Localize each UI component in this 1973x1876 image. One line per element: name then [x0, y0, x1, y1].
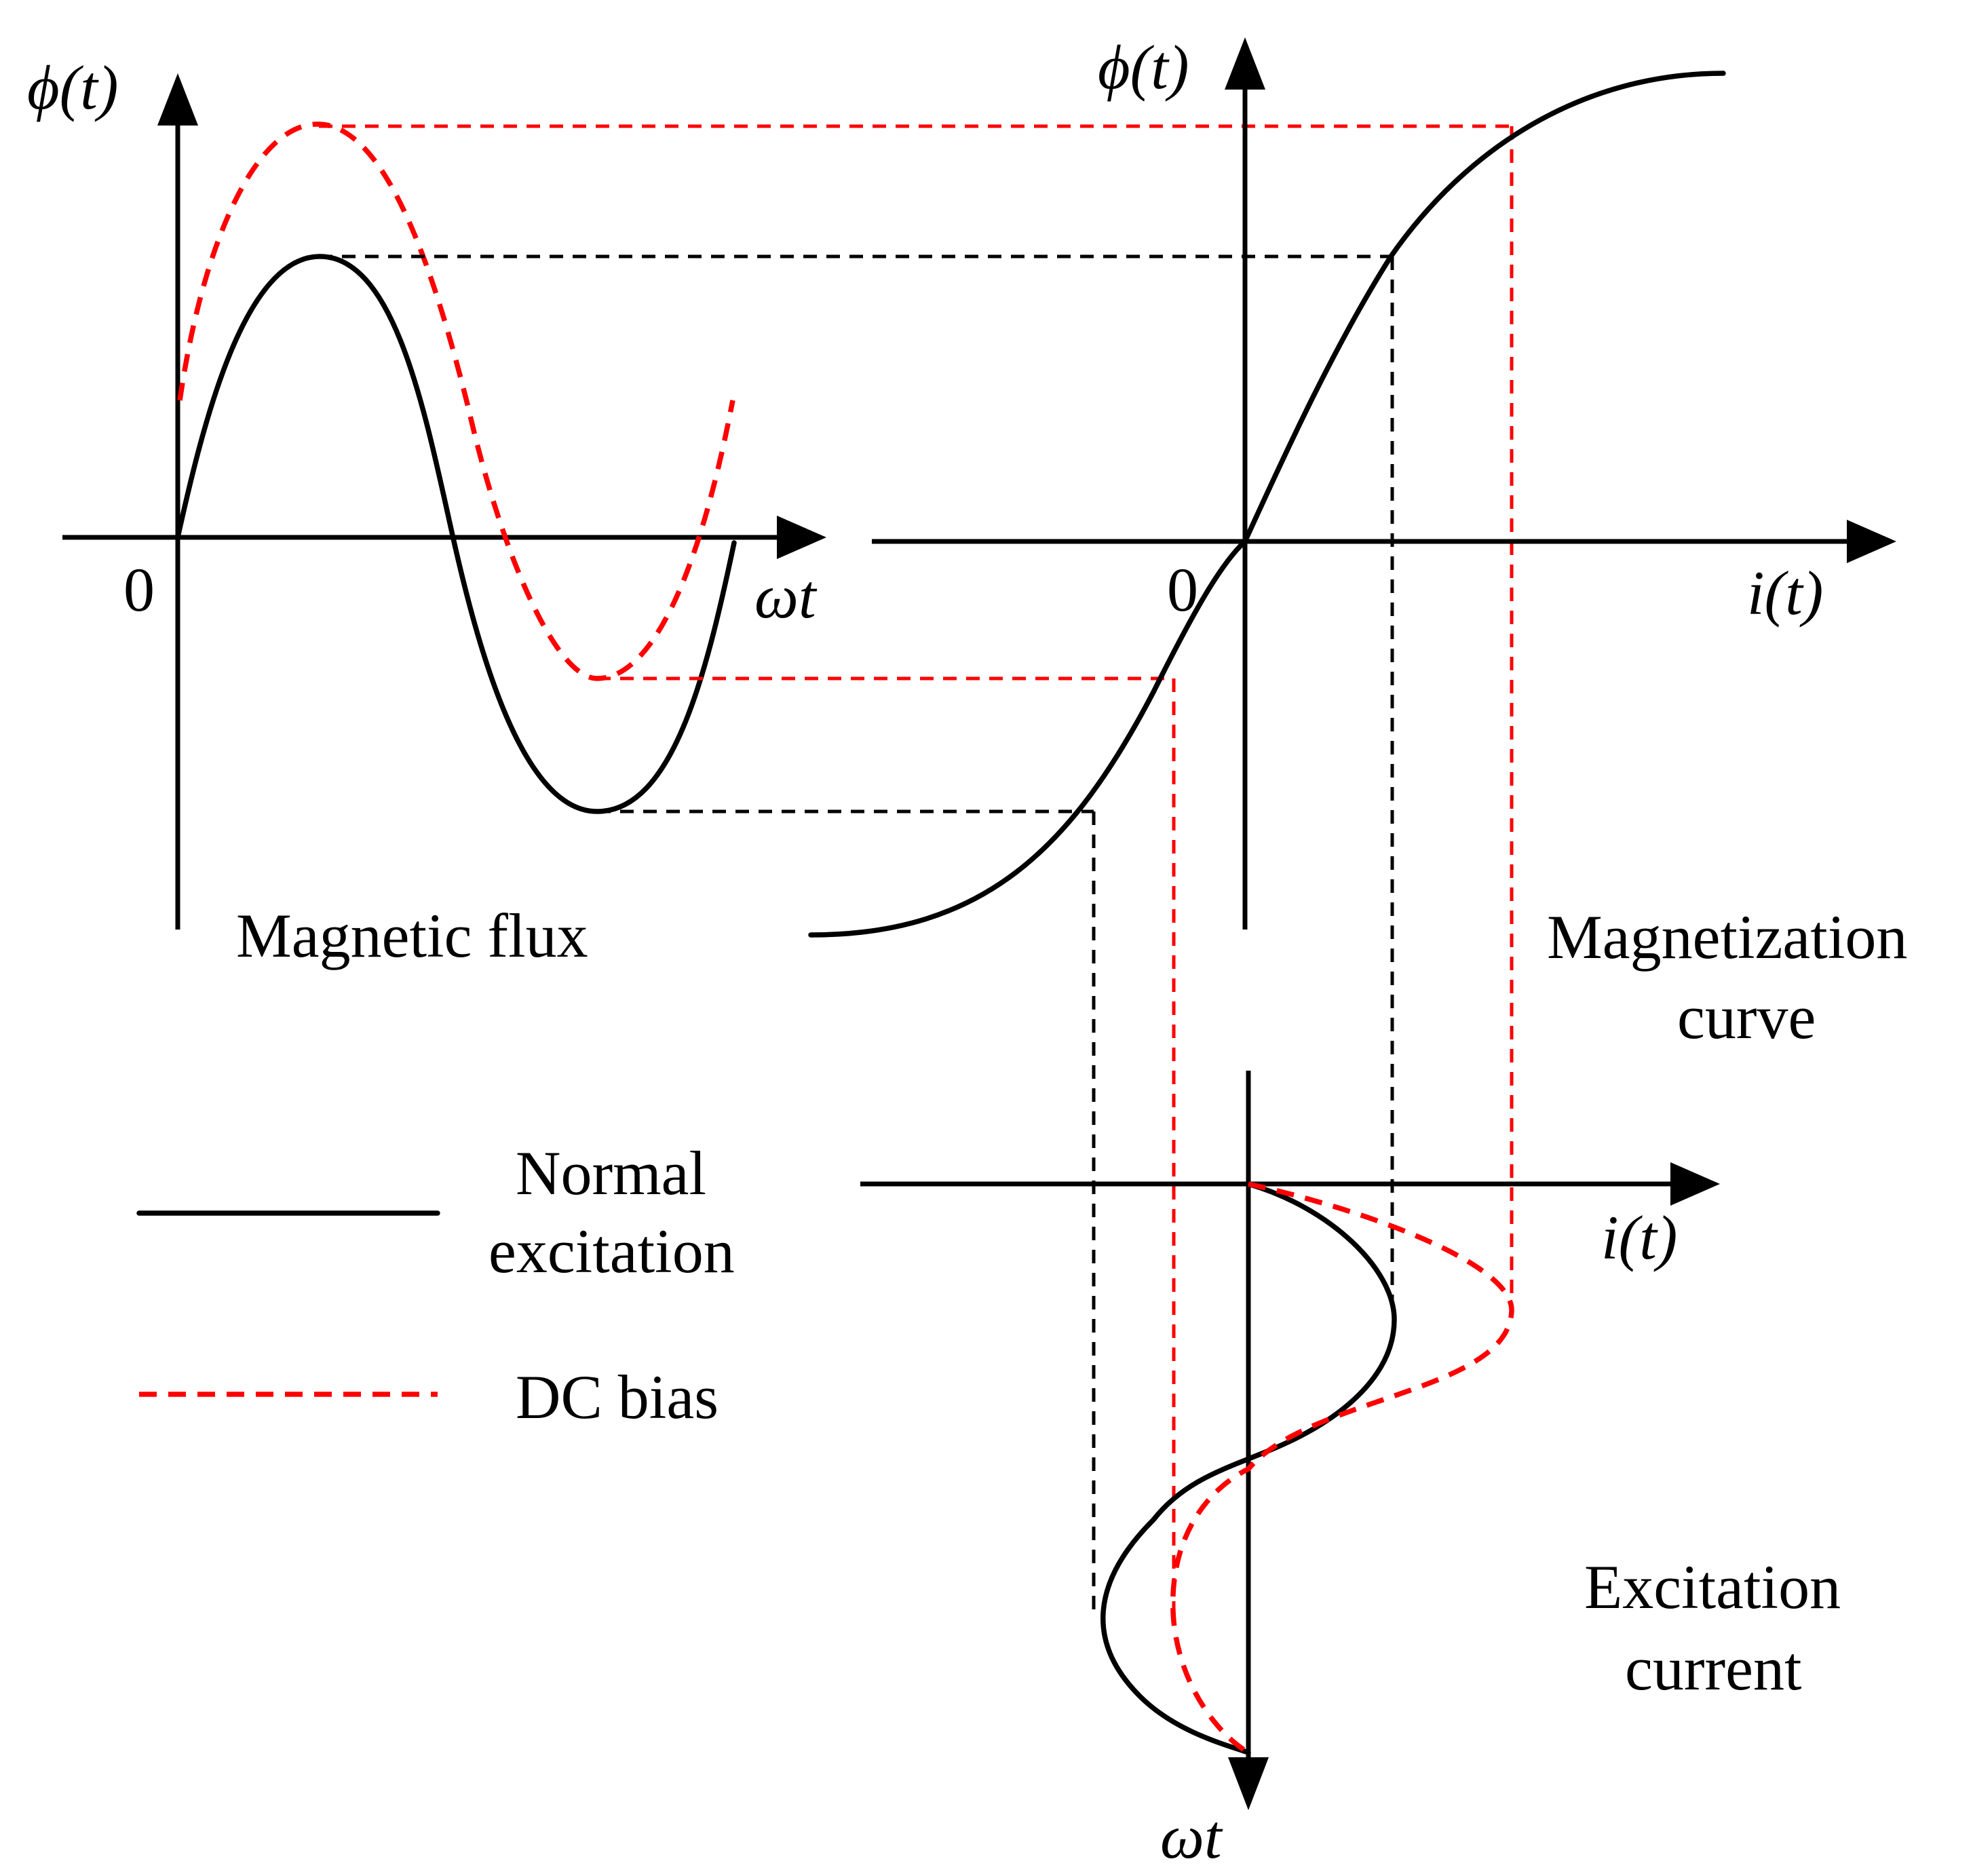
- magnetization-panel: ϕ(t) 0 i(t) Magnetization curve: [808, 33, 1907, 1052]
- flux-panel-title: Magnetic flux: [236, 901, 588, 970]
- curve-vertical-arrowhead: [1225, 37, 1265, 90]
- legend-normal-label-line1: Normal: [516, 1138, 706, 1208]
- excitation-panel: i(t) ωt Excitation current: [860, 1071, 1841, 1871]
- magnetization-curve: [808, 71, 1726, 938]
- projection-guides: [319, 124, 1514, 1618]
- dc-bias-current-curve: [1170, 1181, 1514, 1755]
- flux-zero-label: 0: [123, 555, 155, 624]
- curve-i-t-label: i(t): [1747, 558, 1823, 628]
- flux-horizontal-arrowhead: [777, 516, 826, 559]
- current-horizontal-arrowhead: [1670, 1162, 1720, 1206]
- curve-horizontal-arrowhead: [1847, 520, 1896, 563]
- normal-flux-curve: [175, 254, 737, 814]
- flux-vertical-arrowhead: [157, 73, 198, 126]
- magnetization-title-line1: Magnetization: [1547, 902, 1907, 972]
- legend: Normal excitation DC bias: [136, 1138, 735, 1432]
- normal-current-curve: [1100, 1181, 1397, 1755]
- current-omega-t-label: ωt: [1160, 1802, 1223, 1871]
- curve-zero-label: 0: [1167, 555, 1198, 624]
- curve-phi-axis-label: ϕ(t): [1098, 33, 1189, 102]
- current-i-t-label: i(t): [1601, 1203, 1677, 1272]
- flux-panel: ϕ(t) 0 ωt Magnetic flux: [27, 53, 826, 970]
- flux-axis-label: ϕ(t): [27, 53, 118, 122]
- legend-dc-bias-label: DC bias: [516, 1362, 719, 1432]
- current-vertical-arrowhead: [1228, 1757, 1269, 1810]
- magnetization-title-line2: curve: [1677, 982, 1816, 1052]
- legend-normal-label-line2: excitation: [489, 1217, 735, 1286]
- excitation-title-line2: current: [1625, 1634, 1802, 1703]
- dc-bias-flux-curve: [177, 121, 735, 681]
- excitation-title-line1: Excitation: [1584, 1552, 1841, 1622]
- flux-omega-t-label: ωt: [754, 562, 818, 631]
